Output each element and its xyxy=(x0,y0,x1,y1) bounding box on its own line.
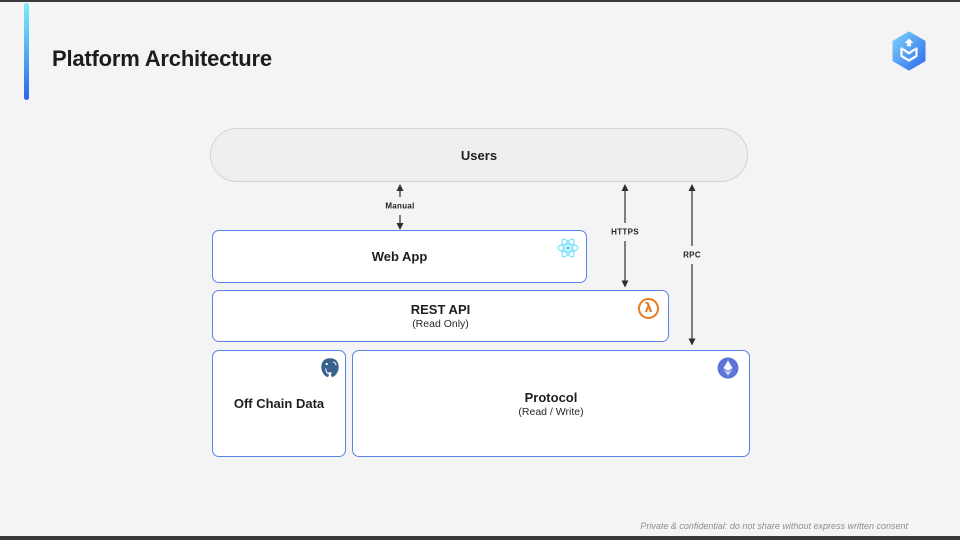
confidentiality-footer: Private & confidential: do not share wit… xyxy=(640,521,908,531)
edge-label-rpc: RPC xyxy=(681,250,703,260)
node-off-chain-data: Off Chain Data xyxy=(212,350,346,457)
accent-bar xyxy=(24,3,29,100)
node-web-app-label: Web App xyxy=(371,249,428,264)
top-border-strip xyxy=(0,0,960,2)
page-title: Platform Architecture xyxy=(52,46,272,71)
ethereum-icon xyxy=(717,357,739,379)
node-rest-api-label: REST API xyxy=(410,302,471,317)
node-protocol-label: Protocol xyxy=(524,389,578,405)
node-off-chain-data-label: Off Chain Data xyxy=(233,396,325,411)
bottom-border-strip xyxy=(0,536,960,540)
node-rest-api: REST API (Read Only) λ xyxy=(212,290,669,342)
aws-lambda-icon: λ xyxy=(638,298,659,319)
company-logo-icon xyxy=(891,31,927,71)
node-web-app: Web App xyxy=(212,230,587,283)
edge-label-manual: Manual xyxy=(383,201,417,211)
node-protocol: Protocol (Read / Write) xyxy=(352,350,750,457)
node-users: Users xyxy=(210,128,748,182)
node-protocol-sublabel: (Read / Write) xyxy=(518,405,584,418)
postgresql-icon xyxy=(318,356,342,380)
node-users-label: Users xyxy=(460,147,498,163)
edge-label-https: HTTPS xyxy=(609,227,641,237)
node-rest-api-sublabel: (Read Only) xyxy=(412,318,469,330)
react-icon xyxy=(557,237,579,259)
